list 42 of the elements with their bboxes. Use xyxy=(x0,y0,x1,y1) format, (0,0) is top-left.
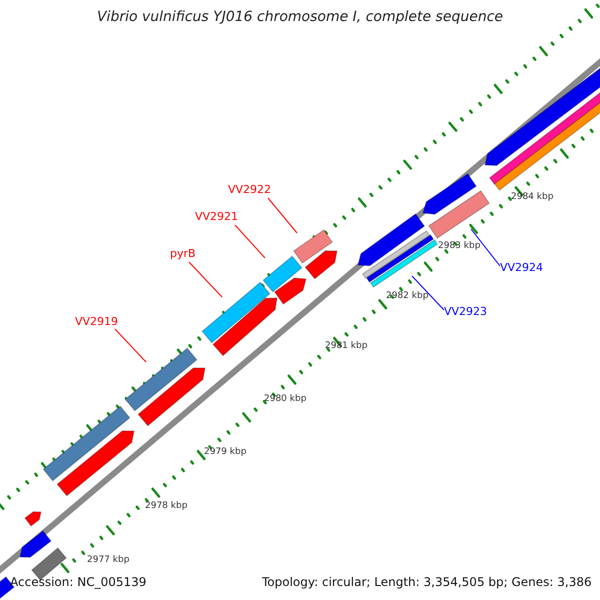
leader-line xyxy=(234,224,266,258)
gene-feature xyxy=(484,67,600,166)
gene-label: VV2919 xyxy=(75,315,118,328)
gene-feature xyxy=(357,213,426,266)
gene-feature xyxy=(124,348,198,412)
gene-feature xyxy=(24,511,42,527)
info-text: Topology: circular; Length: 3,354,505 bp; Genes: 3,386 xyxy=(262,575,592,590)
leader-line xyxy=(470,228,500,266)
scale-label: 2984 kbp xyxy=(511,192,554,203)
scale-label: 2982 kbp xyxy=(386,291,428,302)
gene-feature xyxy=(274,277,307,305)
gene-feature xyxy=(494,100,600,191)
gene-feature xyxy=(202,282,270,344)
gene-feature xyxy=(42,406,130,482)
scale-label: 2978 kbp xyxy=(145,501,188,512)
scale-label: 2983 kbp xyxy=(438,241,480,252)
scale-label: 2980 kbp xyxy=(264,394,306,405)
gene-label: VV2922 xyxy=(228,183,272,196)
scale-label: 2981 kbp xyxy=(325,341,368,352)
info-text: Accession: NC_005139 xyxy=(10,575,146,590)
gene-feature xyxy=(362,230,438,288)
gene-feature xyxy=(304,250,338,280)
leader-line xyxy=(268,198,298,234)
gene-label: pyrB xyxy=(170,247,196,260)
gene-feature xyxy=(138,368,206,426)
leader-line xyxy=(188,262,222,298)
leader-line xyxy=(114,328,146,362)
gene-label: VV2921 xyxy=(195,210,238,224)
scale-label: 2977 kbp xyxy=(87,555,130,566)
leader-line xyxy=(412,276,444,310)
gene-feature xyxy=(428,190,490,239)
gene-feature xyxy=(212,297,278,356)
gene-feature xyxy=(262,256,302,292)
gene-feature xyxy=(56,430,135,496)
gene-feature xyxy=(488,90,600,185)
gene-label: VV2923 xyxy=(444,305,488,318)
gene-feature xyxy=(19,530,52,558)
gene-feature xyxy=(422,173,477,215)
title: Vibrio vulnificus YJ016 chromosome I, complete sequence xyxy=(96,9,504,26)
gene-feature xyxy=(293,229,333,264)
scale-label: 2979 kbp xyxy=(204,447,246,458)
gene-label: VV2924 xyxy=(500,261,544,274)
